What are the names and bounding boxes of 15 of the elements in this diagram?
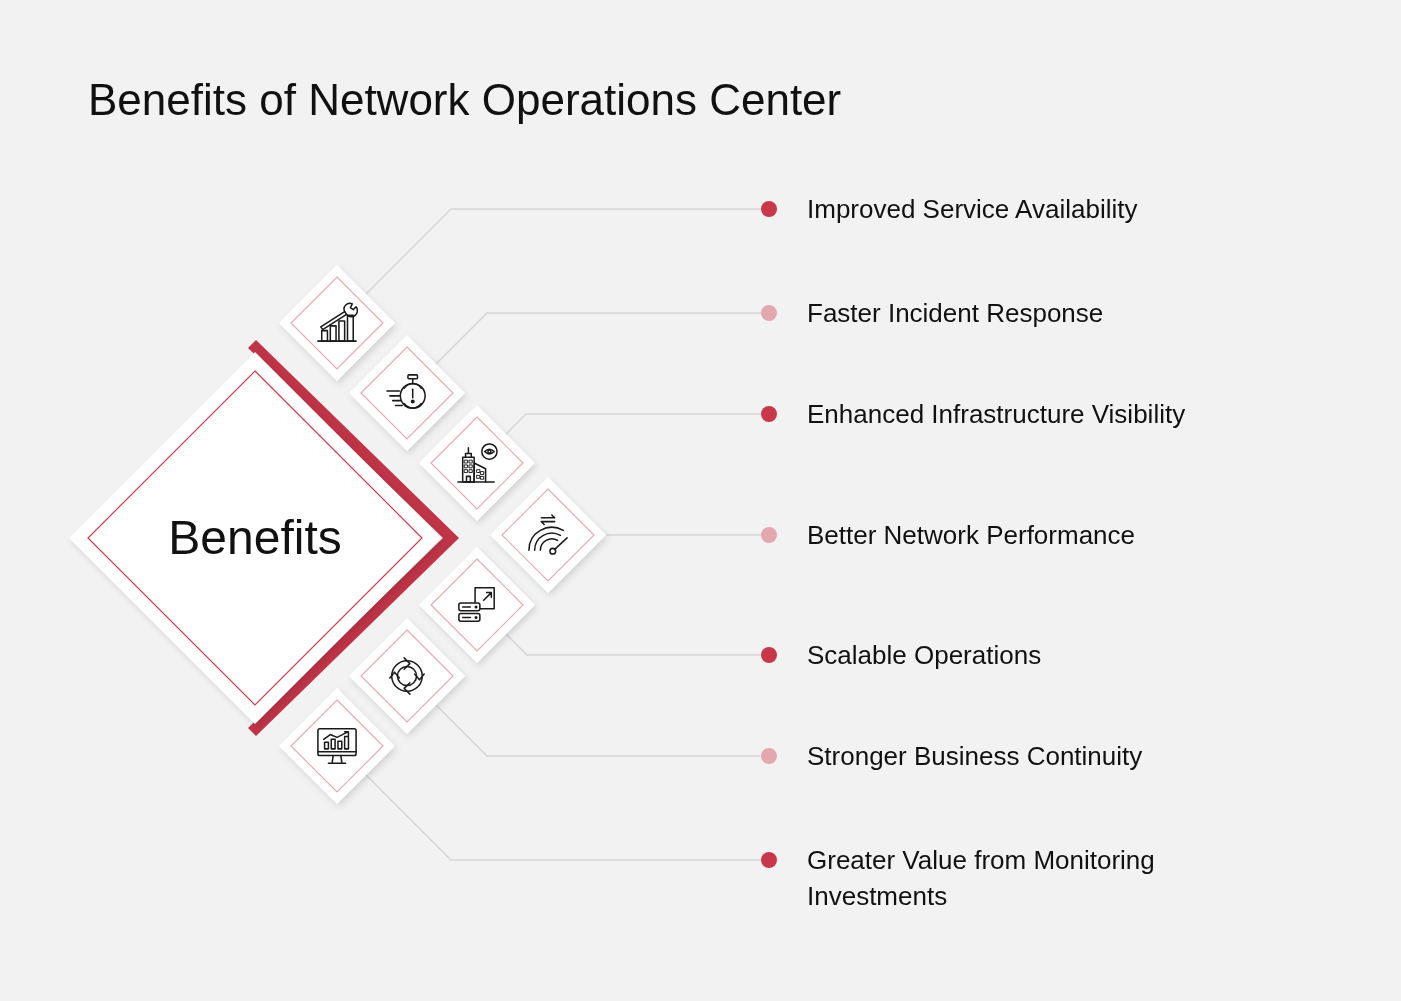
benefit-text: Stronger Business Continuity — [807, 740, 1143, 773]
benefit-text: Better Network Performance — [807, 519, 1135, 552]
center-heading: Benefits — [168, 510, 342, 566]
leader-line — [505, 633, 762, 656]
page-title: Benefits of Network Operations Center — [88, 74, 842, 126]
benefit-text: Scalable Operations — [807, 639, 1042, 672]
benefit-text: Improved Service Availability — [807, 193, 1138, 226]
benefit-text: Greater Value from Monitoring Investments — [807, 844, 1156, 913]
leader-line — [365, 208, 762, 295]
leader-line — [505, 413, 762, 435]
leader-line — [435, 704, 762, 757]
benefit-text: Enhanced Infrastructure Visibility — [807, 398, 1186, 431]
benefit-text: Faster Incident Response — [807, 297, 1104, 330]
leader-line — [365, 774, 762, 861]
leader-line — [435, 312, 762, 365]
